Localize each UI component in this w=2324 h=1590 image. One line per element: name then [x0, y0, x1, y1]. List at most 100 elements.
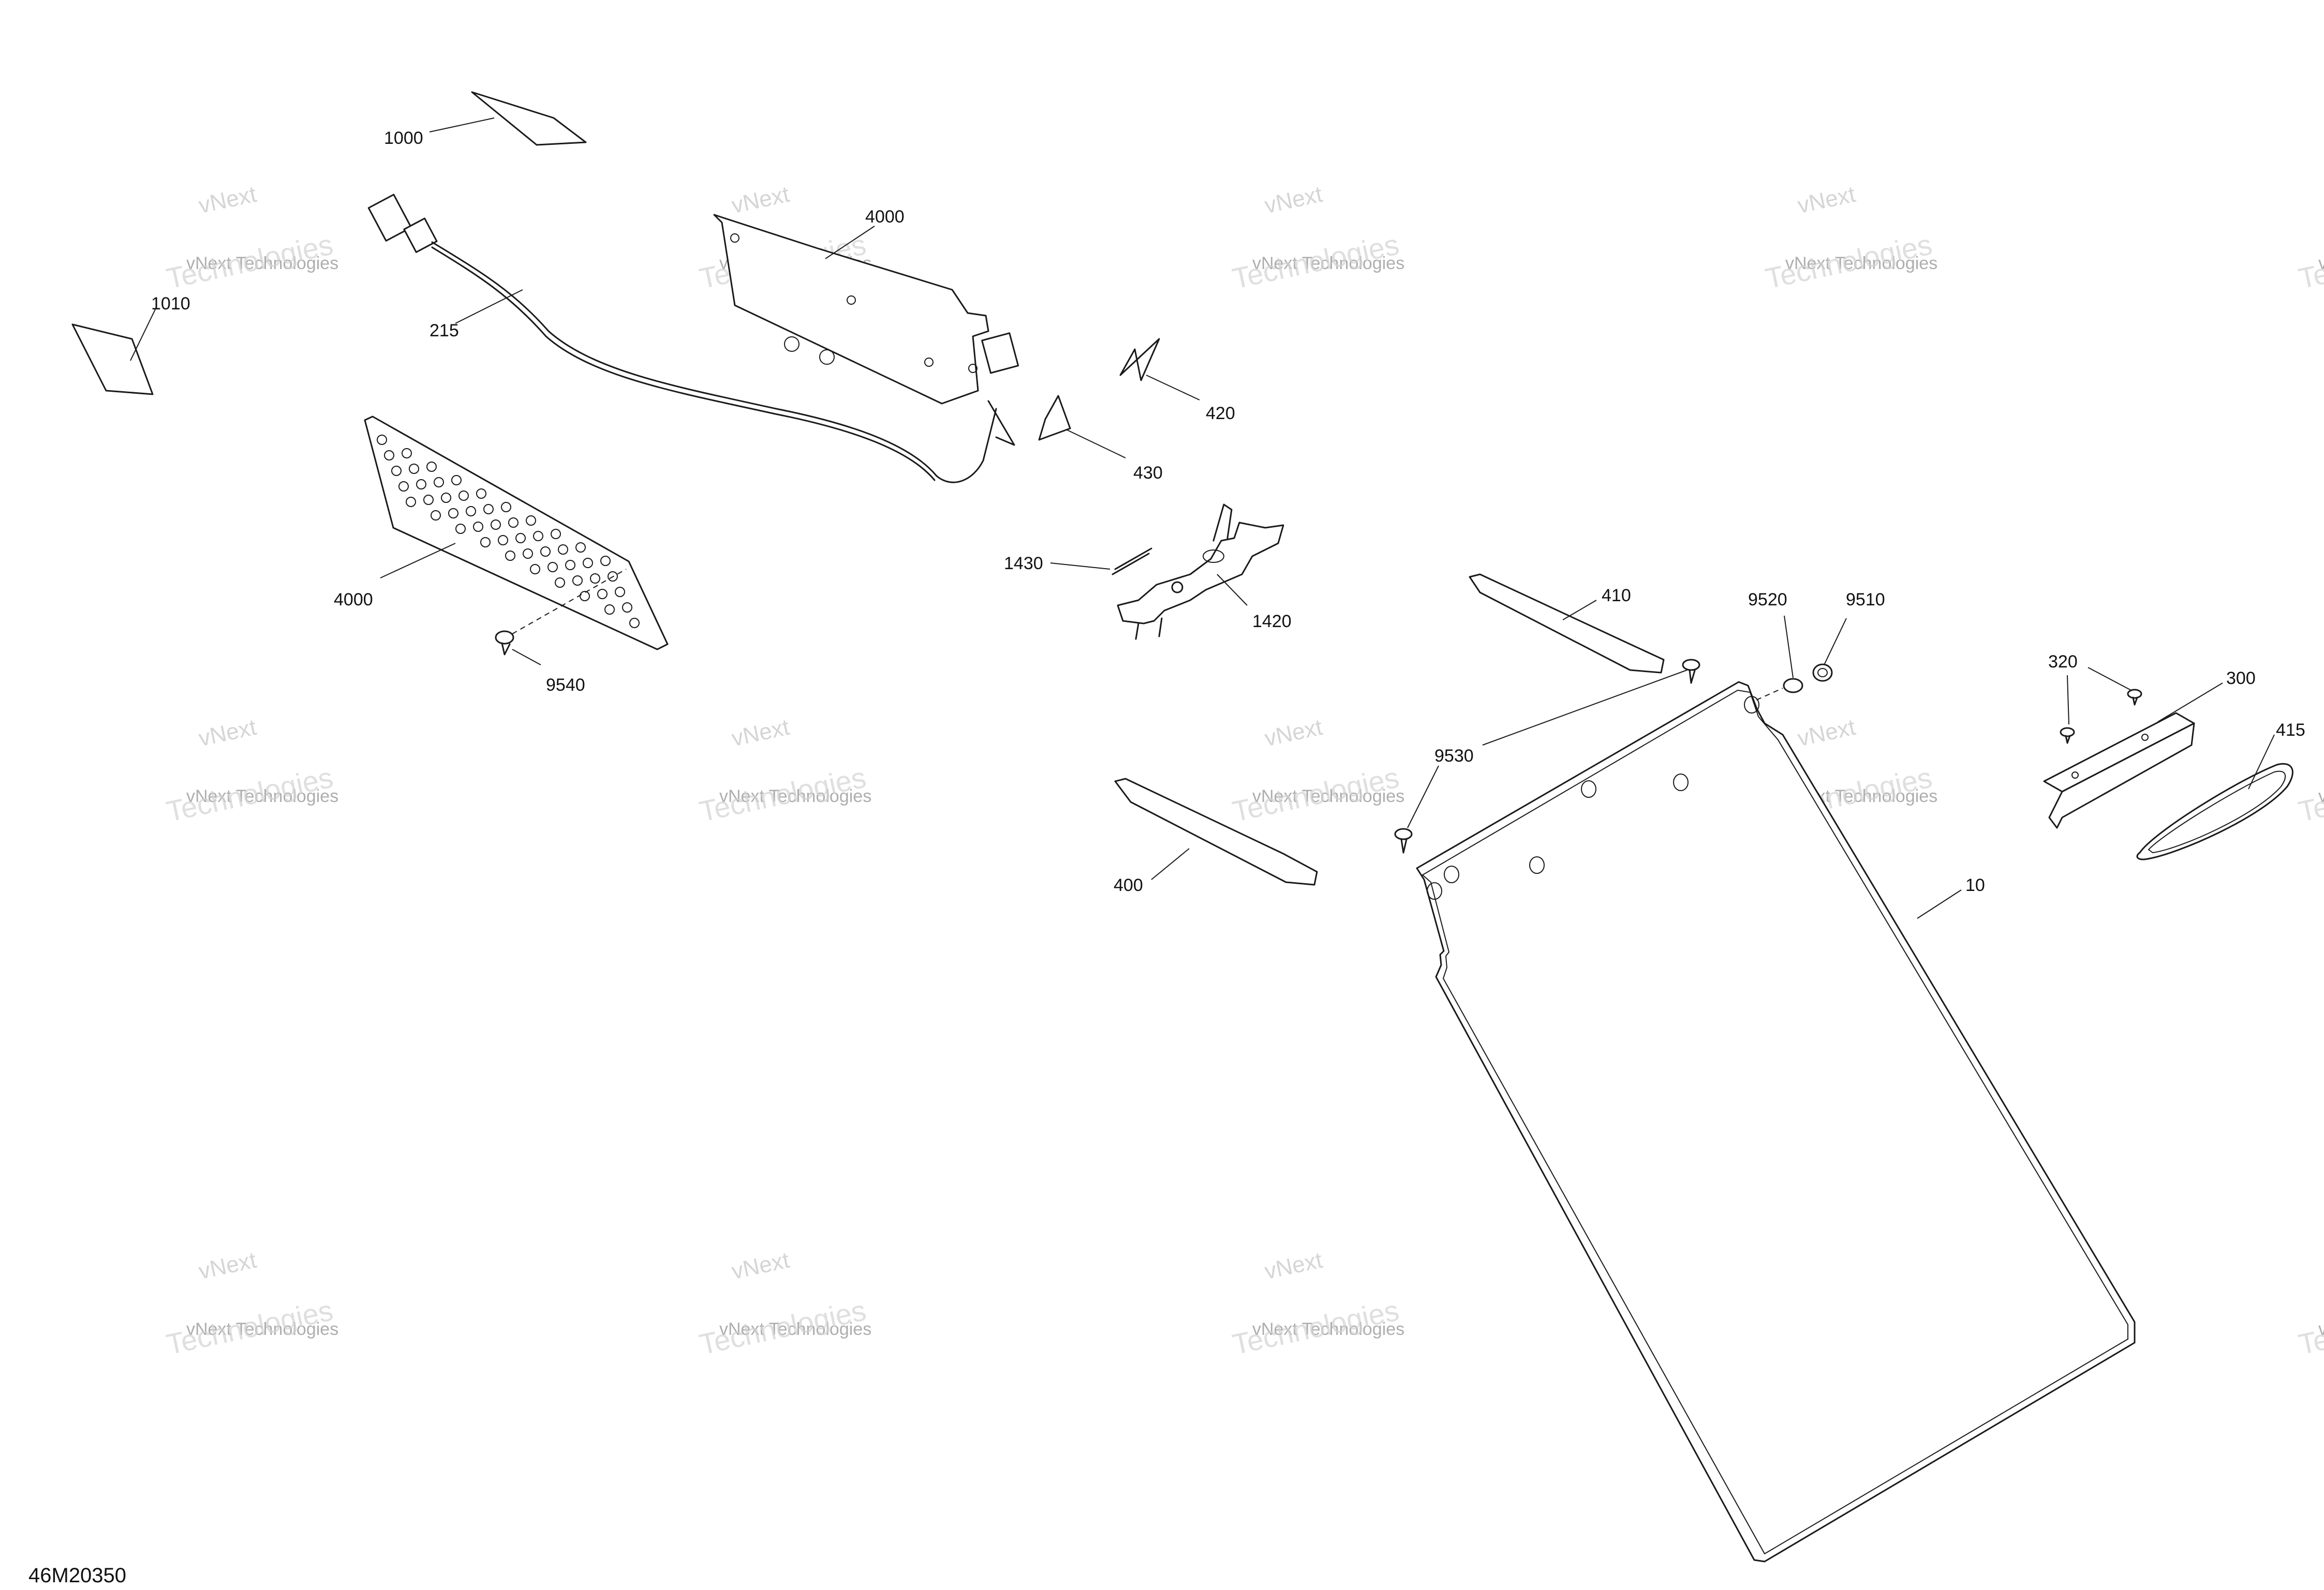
callout-1430[interactable]: 1430: [1004, 554, 1043, 573]
callout-300[interactable]: 300: [2226, 668, 2256, 688]
callout-4000-top[interactable]: 4000: [865, 207, 905, 227]
plate-hole: [565, 560, 575, 570]
part-420-reflector[interactable]: [1119, 338, 1160, 381]
part-1430-pin[interactable]: [1112, 547, 1152, 575]
part-410-side-reflector[interactable]: [1469, 573, 1665, 674]
watermark-line2: vNext Technologies: [1785, 254, 1937, 273]
callout-9510[interactable]: 9510: [1846, 590, 1885, 610]
watermark-line1: vNext: [197, 1247, 259, 1284]
part-4000-light-module-top[interactable]: [713, 214, 1019, 446]
plate-hole: [451, 475, 462, 485]
plate-hole: [480, 537, 491, 547]
callout-9520[interactable]: 9520: [1748, 590, 1787, 610]
part-400-side-reflector[interactable]: [1114, 778, 1318, 886]
plate-hole: [501, 502, 511, 512]
watermark-line2: vNext Technologies: [2318, 786, 2324, 806]
plate-hole: [551, 529, 561, 539]
flap-hole: [1444, 866, 1459, 883]
watermark-line2: vNext Technologies: [186, 786, 338, 806]
part-9530-screw-bottom[interactable]: [1394, 828, 1413, 854]
plate-hole: [533, 531, 543, 541]
flap-hole: [1673, 774, 1689, 791]
callout-410[interactable]: 410: [1602, 586, 1631, 605]
watermark-line2: vNext Technologies: [186, 254, 338, 273]
watermark-line3: Technologies: [2296, 761, 2324, 828]
plate-hole: [476, 488, 486, 499]
part-9510-nut[interactable]: [1812, 663, 1833, 682]
part-10-mud-flap[interactable]: [1416, 681, 2136, 1563]
watermark-line1: vNext: [1796, 182, 1858, 218]
part-1000-decal[interactable]: [471, 91, 587, 146]
plate-holes: [377, 435, 640, 628]
watermark-line2: vNext Technologies: [2318, 1319, 2324, 1339]
plate-hole: [505, 551, 515, 561]
plate-hole: [431, 510, 441, 521]
watermark-line1: vNext: [1796, 715, 1858, 751]
callout-320[interactable]: 320: [2048, 652, 2078, 672]
part-1420-bracket[interactable]: [1117, 503, 1284, 640]
plate-hole: [629, 618, 640, 628]
plate-hole: [455, 524, 466, 534]
callout-4000-bottom[interactable]: 4000: [334, 590, 373, 610]
part-9530-screw-top[interactable]: [1682, 659, 1700, 684]
plate-hole: [498, 535, 508, 545]
plate-hole: [600, 556, 611, 566]
watermark-line2: vNext Technologies: [1252, 786, 1404, 806]
plate-hole: [423, 495, 434, 505]
part-415-lens-seal[interactable]: [2136, 763, 2293, 860]
plate-hole: [615, 587, 625, 597]
callout-9540[interactable]: 9540: [546, 675, 585, 695]
part-300-bracket[interactable]: [2043, 712, 2195, 829]
watermark-line2: vNext Technologies: [719, 1319, 871, 1339]
part-430-reflector[interactable]: [1038, 395, 1071, 441]
watermark-line2: vNext Technologies: [186, 1319, 338, 1339]
plate-hole: [526, 515, 536, 526]
part-215-wire-harness[interactable]: [367, 194, 997, 483]
watermark-line3: Technologies: [1230, 1294, 1402, 1361]
callout-10[interactable]: 10: [1965, 875, 1985, 895]
flap-hole: [1744, 696, 1759, 714]
watermark-line3: Technologies: [1763, 228, 1935, 295]
watermark-line3: Technologies: [697, 761, 869, 828]
callout-9530[interactable]: 9530: [1434, 746, 1474, 766]
plate-hole: [604, 604, 615, 615]
plate-hole: [572, 575, 583, 586]
watermark-line2: vNext Technologies: [1252, 254, 1404, 273]
watermark-line1: vNext: [730, 715, 792, 751]
plate-hole: [491, 519, 501, 530]
watermark-line1: vNext: [730, 1247, 792, 1284]
plate-hole: [483, 504, 494, 514]
part-320-screws[interactable]: [2060, 689, 2142, 744]
callout-400[interactable]: 400: [1114, 875, 1143, 895]
callout-415[interactable]: 415: [2276, 720, 2305, 740]
plate-hole: [575, 542, 586, 553]
callout-1010[interactable]: 1010: [151, 294, 190, 314]
plate-hole: [540, 546, 551, 557]
plate-hole: [377, 435, 387, 445]
plate-hole: [434, 477, 444, 487]
callout-1420[interactable]: 1420: [1252, 612, 1292, 631]
watermark-line1: vNext: [197, 182, 259, 218]
watermark-line1: vNext: [1263, 1247, 1325, 1284]
plate-hole: [448, 508, 458, 518]
callout-215[interactable]: 215: [430, 321, 459, 340]
flap-hole: [1427, 882, 1442, 900]
callout-420[interactable]: 420: [1206, 404, 1235, 423]
callout-430[interactable]: 430: [1133, 463, 1163, 483]
plate-hole: [458, 491, 469, 501]
plate-hole: [622, 602, 632, 613]
plate-hole: [608, 571, 618, 582]
part-9540-fastener[interactable]: [495, 630, 514, 656]
part-9520-washer[interactable]: [1783, 678, 1803, 693]
plate-hole: [441, 493, 451, 503]
watermark-line1: vNext: [1263, 182, 1325, 218]
part-4000-perforated-plate[interactable]: [364, 415, 669, 650]
callout-1000[interactable]: 1000: [384, 128, 423, 148]
plate-hole: [406, 497, 416, 507]
part-1010-decal[interactable]: [71, 323, 154, 395]
plate-hole: [597, 589, 608, 599]
